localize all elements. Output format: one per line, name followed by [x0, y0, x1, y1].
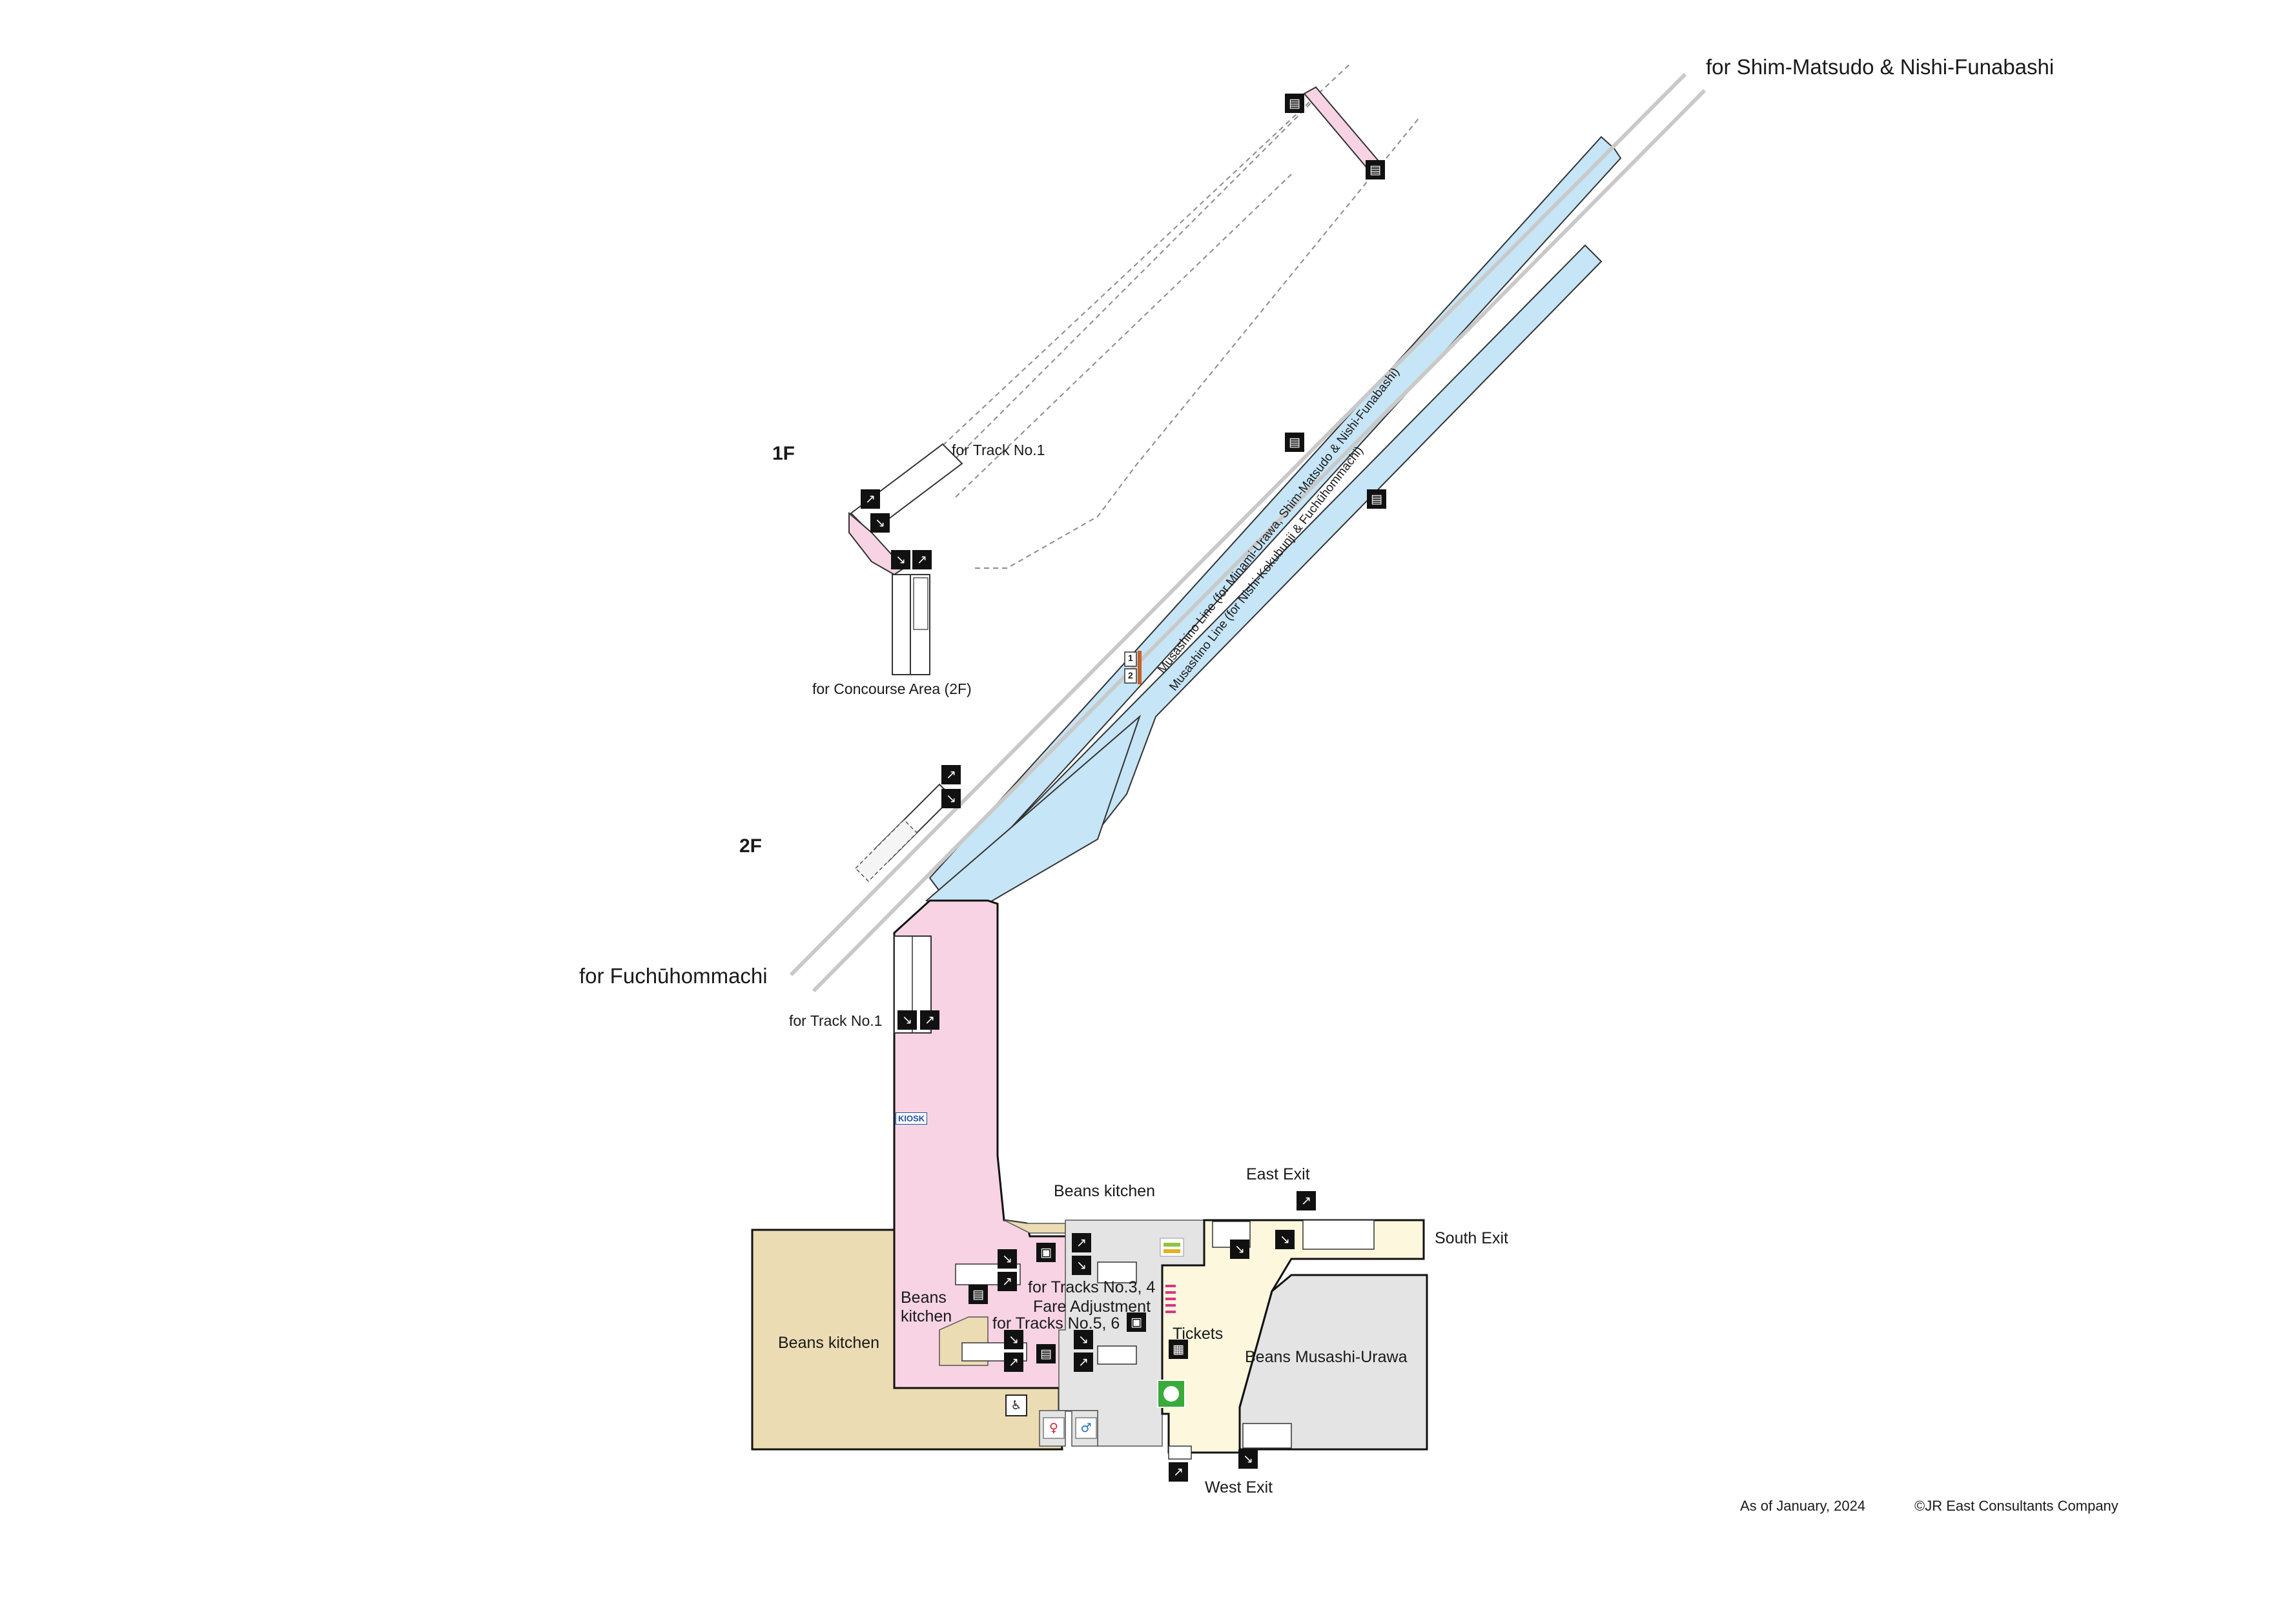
direction-label-southwest: for Fuchūhommachi — [579, 964, 768, 988]
escalator-up-icon: ↗ — [1004, 1352, 1023, 1372]
floor-1f-stairs — [848, 443, 963, 675]
escalator-up-icon: ↗ — [1169, 1462, 1188, 1482]
ticket-office-icon: ▦ — [1169, 1340, 1188, 1359]
mens-toilet-icon: ♂ — [1075, 1417, 1097, 1439]
escalator-up-icon: ↗ — [941, 765, 961, 784]
label-concourse-2f: for Concourse Area (2F) — [812, 680, 972, 697]
label-beans-kitchen-mid: Beans kitchen — [901, 1289, 952, 1325]
escalator-down-icon: ↘ — [870, 513, 890, 533]
escalator-down-icon: ↘ — [1275, 1230, 1295, 1249]
label-fare-adjustment: Fare Adjustment — [1033, 1298, 1151, 1316]
accessible-toilet-icon: ♿ — [1005, 1394, 1027, 1416]
escalator-up-icon: ↗ — [861, 489, 880, 509]
escalator-up-icon: ↗ — [1297, 1191, 1316, 1210]
track-number-1: 1 — [1128, 653, 1133, 663]
escalator-down-icon: ↘ — [998, 1249, 1017, 1269]
elevator-icon: ▤ — [1366, 160, 1385, 179]
floor-label-1f: 1F — [772, 443, 795, 464]
floor-1f-outline — [936, 64, 1421, 569]
escalator-up-icon: ↗ — [912, 550, 932, 569]
label-south-exit: South Exit — [1435, 1229, 1508, 1247]
label-beans-musashi-urawa: Beans Musashi-Urawa — [1245, 1348, 1408, 1366]
escalator-down-icon: ↘ — [891, 550, 910, 569]
track-number-2: 2 — [1128, 670, 1133, 680]
direction-label-northeast: for Shim-Matsudo & Nishi-Funabashi — [1706, 55, 2055, 79]
escalator-up-icon: ↗ — [920, 1010, 939, 1030]
line-track-labels — [1124, 651, 1142, 684]
elevator-icon: ▤ — [969, 1285, 988, 1304]
elevator-icon: ▤ — [1285, 94, 1304, 113]
newdays-logo — [1160, 1238, 1184, 1257]
escalator-down-icon: ↘ — [1074, 1330, 1093, 1349]
escalator-up-icon: ↗ — [1072, 1233, 1091, 1252]
escalator-down-icon: ↘ — [1238, 1449, 1258, 1469]
footer-copyright: ©JR East Consultants Company — [1914, 1498, 2118, 1514]
platform-stairs-2f — [854, 783, 954, 883]
ticket-office-badge — [1157, 1380, 1185, 1408]
label-east-exit: East Exit — [1246, 1165, 1310, 1183]
exit-stairs — [1168, 1220, 1375, 1460]
elevator-icon: ▤ — [1367, 489, 1386, 509]
escalator-down-icon: ↘ — [941, 789, 961, 808]
kiosk-shop: KIOSK — [896, 1112, 928, 1125]
escalator-up-icon: ↗ — [1074, 1352, 1093, 1372]
label-west-exit: West Exit — [1205, 1478, 1273, 1496]
elevator-icon: ▤ — [1285, 433, 1304, 452]
ticket-machine-icon: ▣ — [1036, 1243, 1056, 1262]
escalator-down-icon: ↘ — [1004, 1330, 1023, 1349]
label-beans-kitchen-top: Beans kitchen — [1054, 1182, 1156, 1200]
ticket-machine-icon: ▣ — [1127, 1312, 1146, 1332]
label-beans-kitchen-big: Beans kitchen — [778, 1334, 880, 1352]
rail-tracks — [789, 72, 1707, 993]
upper-bridge — [1303, 86, 1383, 173]
escalator-down-icon: ↘ — [1072, 1256, 1091, 1275]
label-track1-upper: for Track No.1 — [952, 442, 1045, 458]
label-track1-lower: for Track No.1 — [789, 1012, 883, 1029]
footer-date: As of January, 2024 — [1740, 1498, 1866, 1514]
label-tracks-3-4: for Tracks No.3, 4 — [1028, 1278, 1156, 1296]
escalator-up-icon: ↗ — [998, 1272, 1017, 1291]
fare-gate-marker — [1165, 1285, 1176, 1313]
label-tickets: Tickets — [1173, 1325, 1224, 1343]
escalator-down-icon: ↘ — [1230, 1240, 1249, 1259]
floor-label-2f: 2F — [739, 835, 763, 857]
elevator-icon: ▤ — [1036, 1344, 1056, 1363]
escalator-down-icon: ↘ — [897, 1010, 917, 1030]
label-tracks-5-6: for Tracks No.5, 6 — [992, 1314, 1120, 1332]
womens-toilet-icon: ♀ — [1043, 1417, 1065, 1439]
